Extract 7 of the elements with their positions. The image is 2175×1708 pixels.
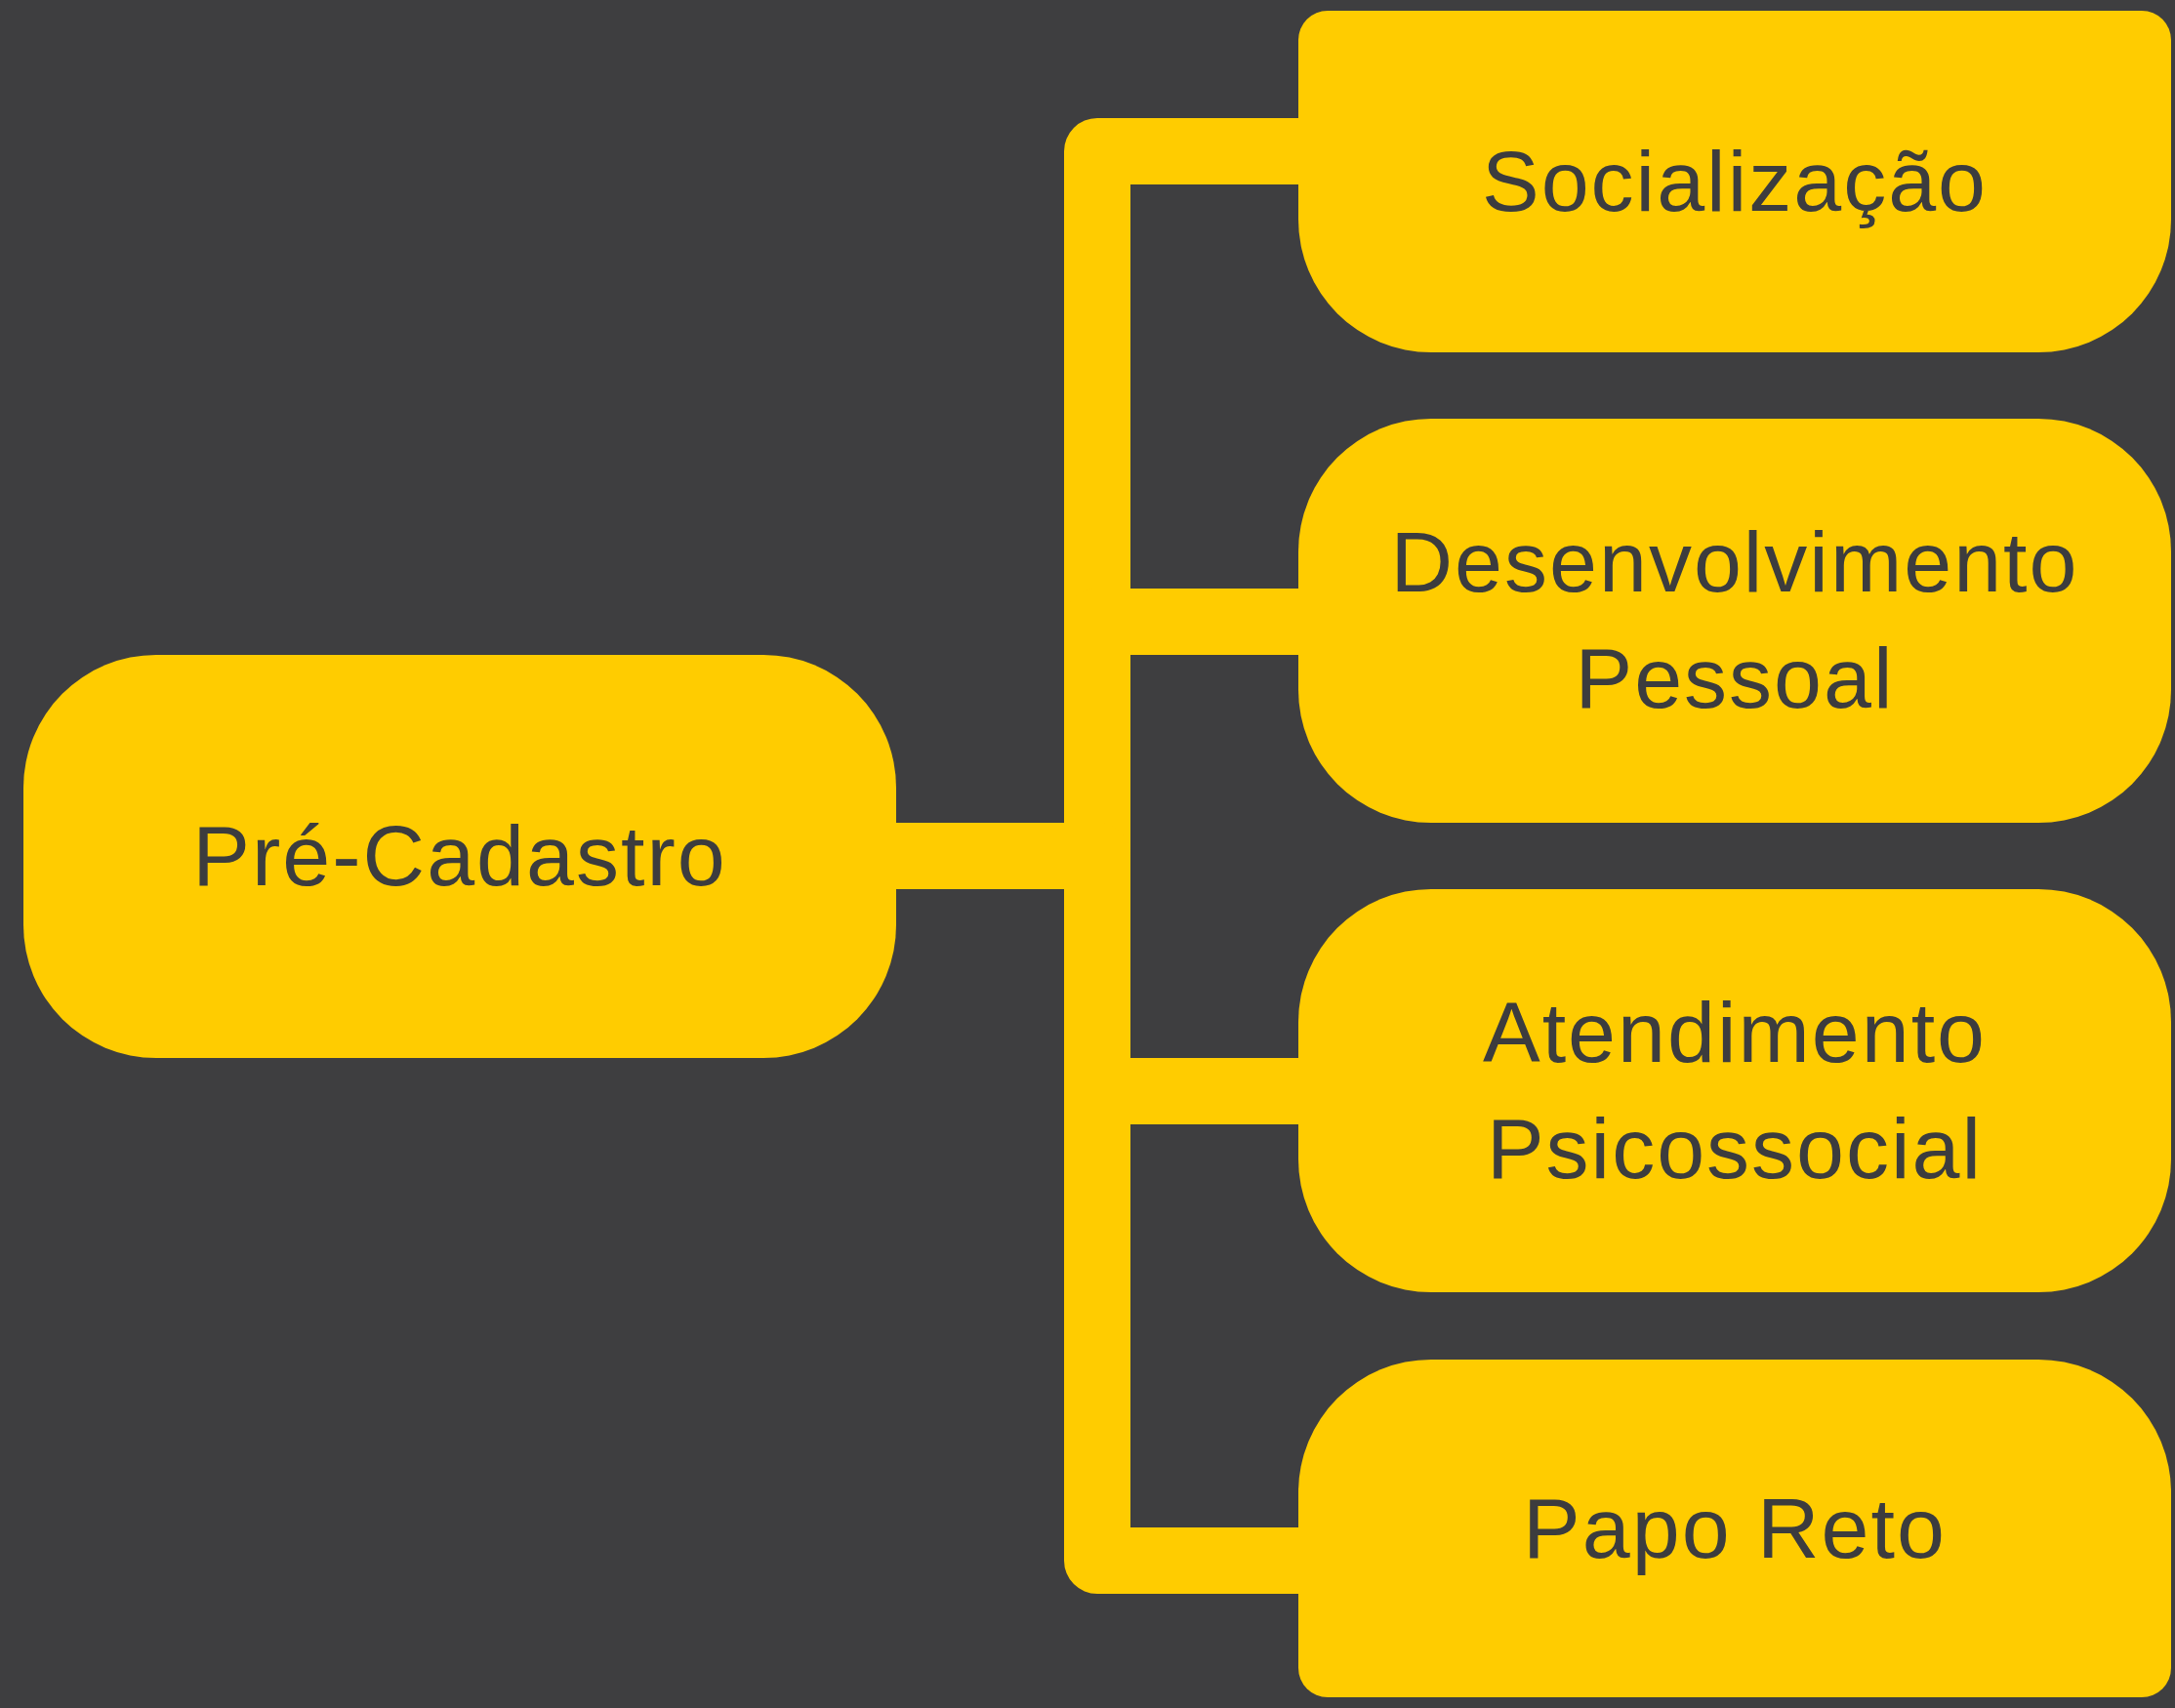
node-label: Papo Reto xyxy=(1523,1478,1947,1578)
node-label: Socialização xyxy=(1481,131,1989,231)
process-box xyxy=(1298,11,2171,352)
process-box xyxy=(1298,1360,2171,1697)
node-label: Pré-Cadastro xyxy=(192,806,727,907)
node-label: Atendimento Psicossocial xyxy=(1481,982,1989,1199)
node-label: Desenvolvimento Pessoal xyxy=(1389,512,2080,728)
